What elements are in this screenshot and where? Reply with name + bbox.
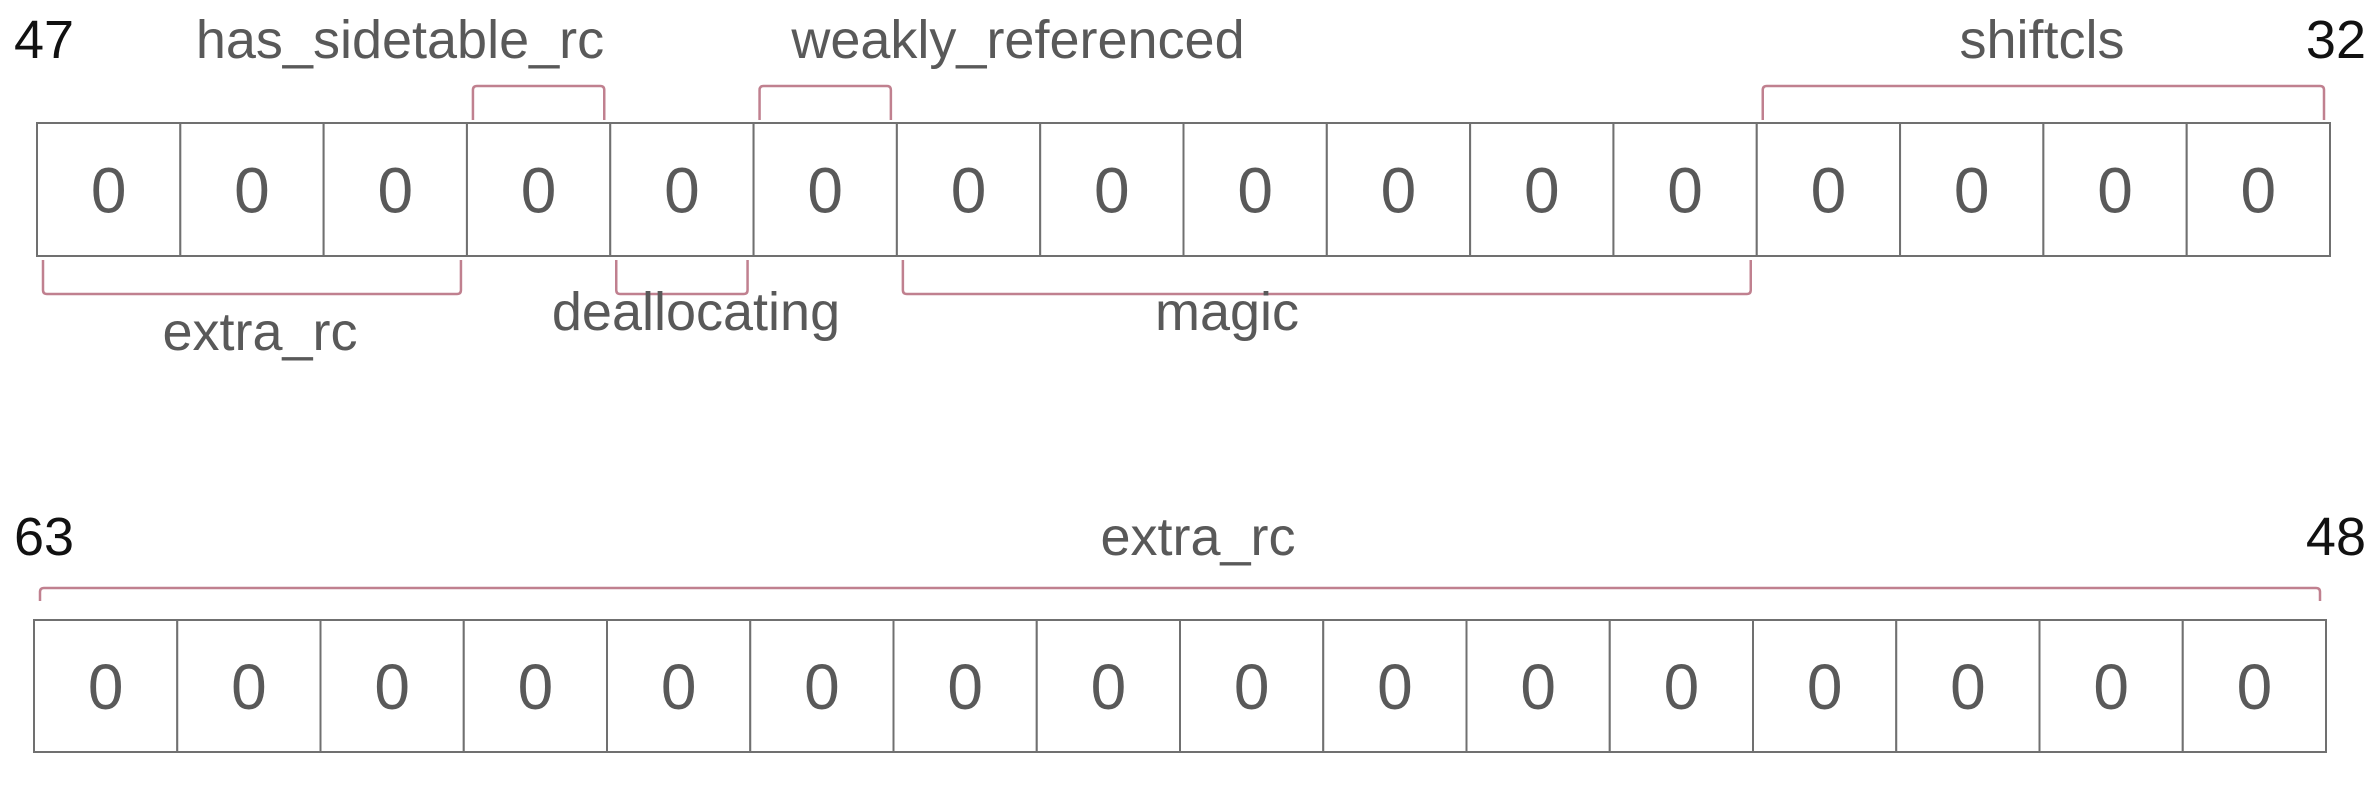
bit-cell xyxy=(36,122,182,257)
bit-cell xyxy=(1899,122,2045,257)
bit-cell xyxy=(895,122,1042,257)
bit-cell xyxy=(1608,619,1754,753)
bit-cell xyxy=(609,122,755,257)
bit-number-low: 32 xyxy=(2306,10,2366,70)
bit-cell xyxy=(1322,619,1468,753)
field-label-has-sidetable-rc: has_sidetable_rc xyxy=(196,10,604,70)
bit-value: 0 xyxy=(231,651,267,723)
bit-cell xyxy=(752,122,898,257)
bit-value: 0 xyxy=(1094,155,1130,227)
bit-value: 0 xyxy=(1807,651,1843,723)
bit-value: 0 xyxy=(1954,155,1990,227)
bit-cell xyxy=(1752,619,1898,753)
bit-value: 0 xyxy=(951,155,987,227)
bit-cell xyxy=(1182,122,1328,257)
bit-cell xyxy=(179,122,325,257)
bit-cell xyxy=(1612,122,1758,257)
bit-value: 0 xyxy=(1234,651,1270,723)
bit-cell xyxy=(1465,619,1611,753)
bit-value: 0 xyxy=(1524,155,1560,227)
bit-cell xyxy=(1325,122,1472,257)
bit-cell xyxy=(1895,619,2041,753)
bit-value: 0 xyxy=(1664,651,1700,723)
bit-value: 0 xyxy=(1091,651,1127,723)
bit-value: 0 xyxy=(2237,651,2273,723)
field-bracket-deallocating xyxy=(615,260,749,296)
bit-value: 0 xyxy=(664,155,700,227)
bit-row-32-47: 47 32 0 0 0 0 0 0 0 0 0 0 0 0 0 0 0 0 extra_rc has_sidetabl… xyxy=(14,10,2366,362)
bit-cell xyxy=(322,122,468,257)
bit-cell xyxy=(2185,122,2331,257)
field-bracket-shiftcls xyxy=(1761,84,2326,120)
field-bracket-extra-rc xyxy=(41,260,463,296)
field-label-extra-rc: extra_rc xyxy=(162,302,357,362)
field-bracket-extra-rc xyxy=(38,586,2322,601)
field-label-deallocating: deallocating xyxy=(552,282,840,342)
bit-value: 0 xyxy=(1811,155,1847,227)
bit-number-high: 63 xyxy=(14,507,74,567)
field-label-extra-rc: extra_rc xyxy=(1100,507,1295,567)
bit-value: 0 xyxy=(661,651,697,723)
bit-value: 0 xyxy=(518,651,554,723)
field-bracket-weakly-referenced xyxy=(758,84,893,120)
bit-value: 0 xyxy=(1520,651,1556,723)
bit-cell xyxy=(33,619,179,753)
bit-cell xyxy=(892,619,1038,753)
bit-cell xyxy=(319,619,465,753)
field-bracket-magic xyxy=(901,260,1752,296)
bit-value: 0 xyxy=(374,651,410,723)
field-label-shiftcls: shiftcls xyxy=(1959,10,2124,70)
bit-cell xyxy=(462,619,608,753)
bit-value: 0 xyxy=(521,155,557,227)
bit-cell xyxy=(1755,122,1902,257)
bit-value: 0 xyxy=(2093,651,2129,723)
bit-value: 0 xyxy=(1950,651,1986,723)
bit-value: 0 xyxy=(807,155,843,227)
bit-number-low: 48 xyxy=(2306,507,2366,567)
bit-row-48-63: 63 48 0 0 0 0 0 0 0 0 0 0 0 0 0 0 0 0 extra_rc xyxy=(14,507,2366,753)
bit-value: 0 xyxy=(1237,155,1273,227)
bit-value: 0 xyxy=(88,651,124,723)
field-bracket-has-sidetable-rc xyxy=(471,84,606,120)
bit-value: 0 xyxy=(234,155,270,227)
bit-cell xyxy=(606,619,752,753)
bit-cell xyxy=(1039,122,1185,257)
bit-value: 0 xyxy=(91,155,127,227)
bit-cell xyxy=(1179,619,1325,753)
bit-value: 0 xyxy=(1667,155,1703,227)
bit-value: 0 xyxy=(2097,155,2133,227)
field-label-weakly-referenced: weakly_referenced xyxy=(790,10,1244,70)
bit-number-high: 47 xyxy=(14,10,74,70)
bit-value: 0 xyxy=(377,155,413,227)
bit-cell xyxy=(176,619,322,753)
bit-value: 0 xyxy=(804,651,840,723)
bit-cell xyxy=(1035,619,1181,753)
field-label-magic: magic xyxy=(1155,282,1299,342)
bit-cell xyxy=(2181,619,2327,753)
bit-value: 0 xyxy=(2241,155,2277,227)
bit-cell xyxy=(2038,619,2184,753)
bit-cell xyxy=(465,122,612,257)
bit-value: 0 xyxy=(1377,651,1413,723)
bit-value: 0 xyxy=(947,651,983,723)
bit-value: 0 xyxy=(1381,155,1417,227)
